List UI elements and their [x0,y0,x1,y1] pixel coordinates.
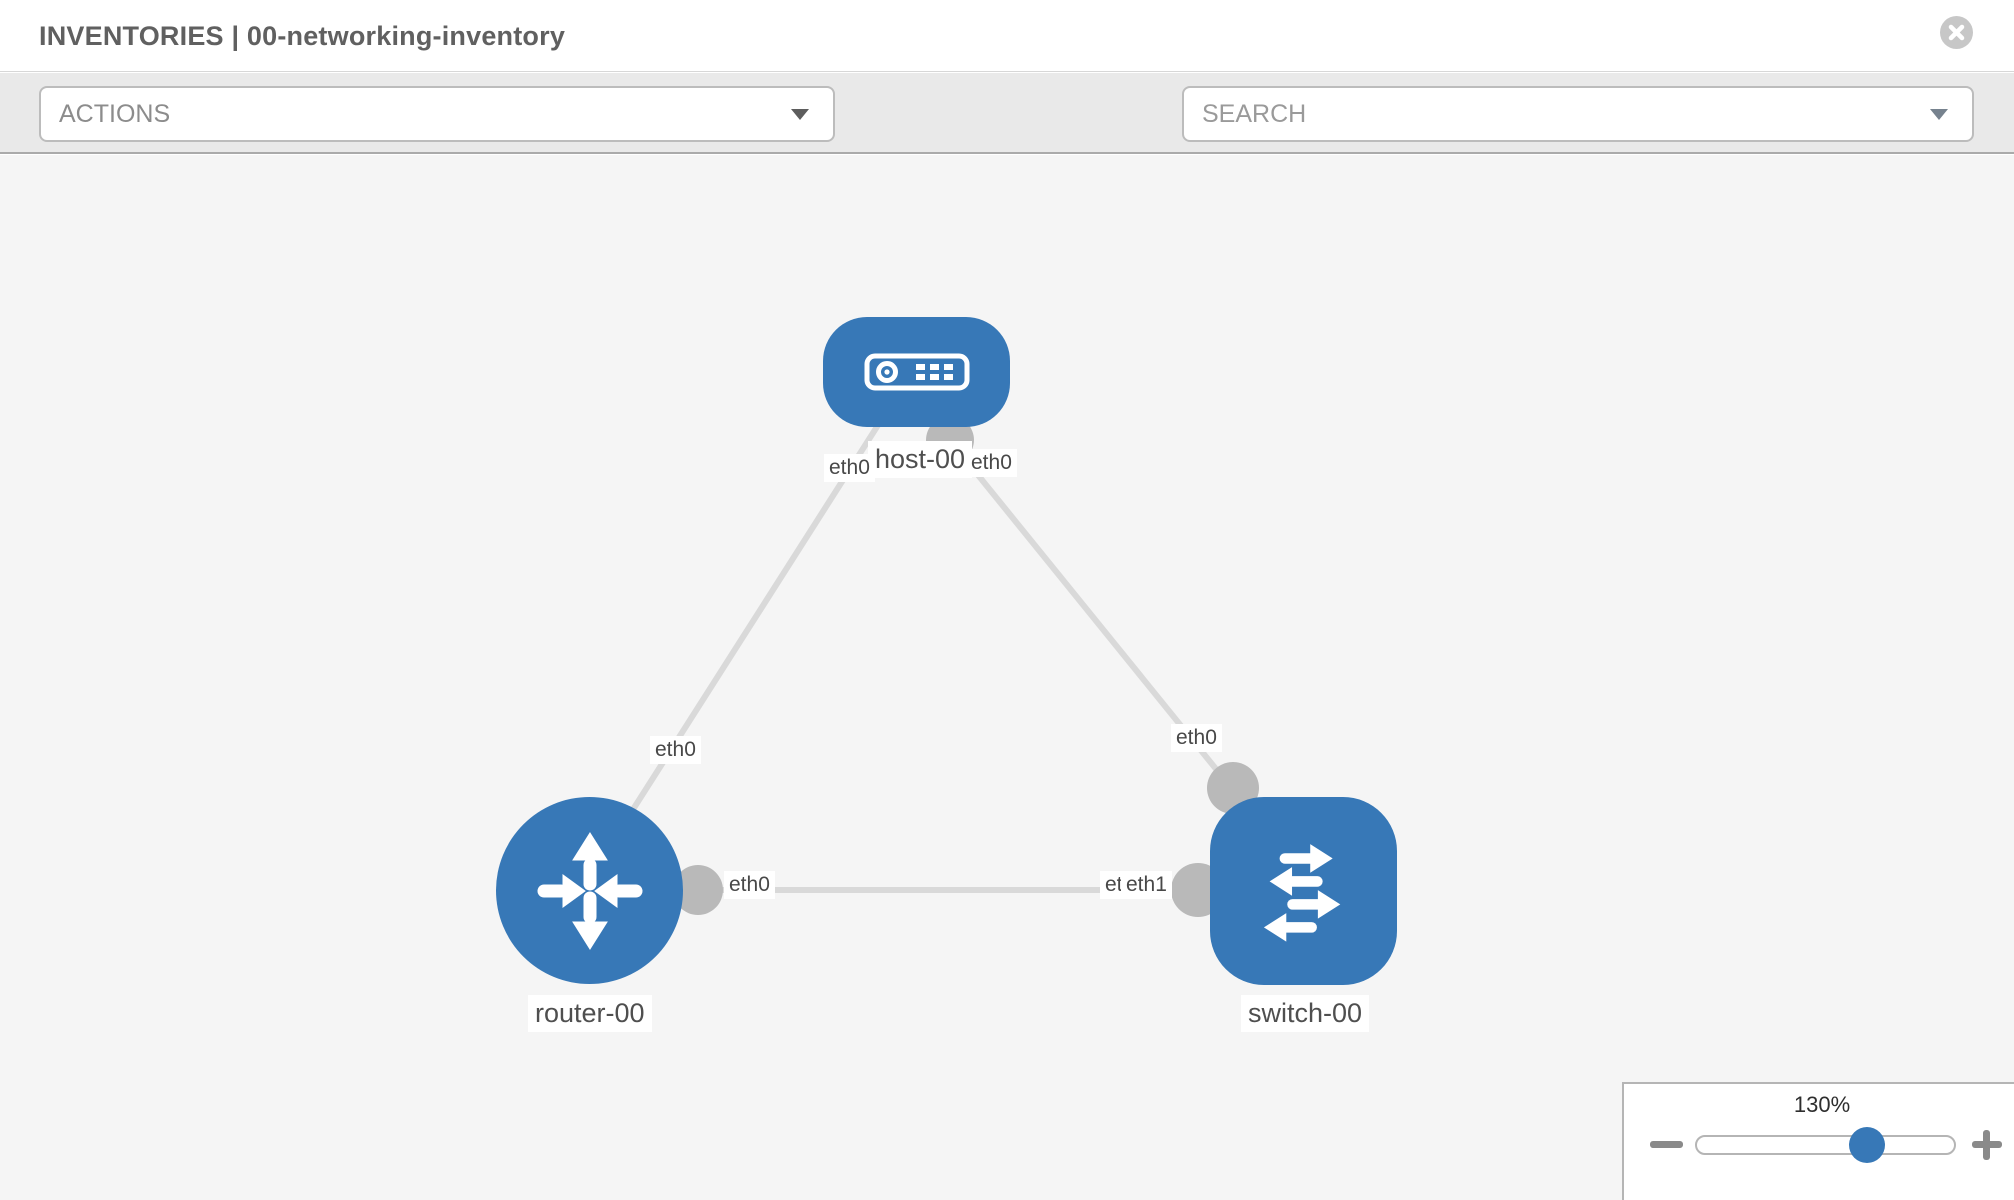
actions-dropdown[interactable]: ACTIONS [39,86,835,142]
node-host-00[interactable] [823,317,1010,427]
zoom-out-button[interactable] [1650,1141,1683,1148]
node-router-00[interactable] [496,797,683,984]
switch-icon [1263,844,1340,942]
zoom-panel: 130% [1622,1082,2014,1200]
node-label-host: host-00 [868,441,973,478]
zoom-slider-handle[interactable] [1849,1127,1885,1163]
header: INVENTORIES | 00-networking-inventory [0,0,2014,72]
zoom-percent-label: 130% [1793,1092,1851,1117]
iface-label-switch-eth1: eth1 [1121,871,1172,899]
node-label-switch: switch-00 [1241,995,1370,1032]
search-placeholder: SEARCH [1202,99,1307,128]
connector-router-eth0 [673,865,723,915]
router-icon [537,831,642,950]
chevron-down-icon [791,109,809,120]
iface-label-router-eth0-to-switch: eth0 [724,871,775,899]
node-label-router: router-00 [528,995,652,1032]
close-button[interactable] [1940,16,1973,49]
host-icon [864,353,969,391]
close-icon [1948,24,1965,41]
iface-label-router-eth0-to-host: eth0 [650,736,701,764]
link-host-router[interactable] [615,420,883,835]
actions-dropdown-label: ACTIONS [59,99,171,128]
iface-label-host-eth0-to-switch: eth0 [966,449,1017,477]
search-dropdown[interactable]: SEARCH [1182,86,1974,142]
chevron-down-icon [1930,109,1948,120]
topology-links-layer [615,416,1259,917]
zoom-slider-track[interactable] [1695,1127,1956,1163]
iface-label-host-eth0-to-router: eth0 [824,454,875,482]
page-title: INVENTORIES | 00-networking-inventory [39,21,566,51]
zoom-in-button[interactable] [1972,1130,2002,1160]
node-switch-00[interactable] [1210,797,1397,985]
topology-canvas[interactable]: host-00 router-00 switch-00 eth0 eth0 et… [0,155,2014,1200]
toolbar: ACTIONS SEARCH [0,73,2014,207]
iface-label-switch-eth0-to-host: eth0 [1171,724,1222,752]
